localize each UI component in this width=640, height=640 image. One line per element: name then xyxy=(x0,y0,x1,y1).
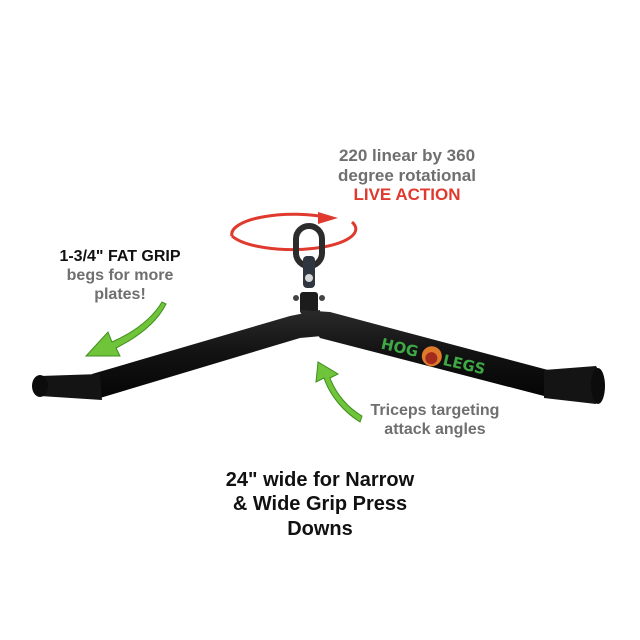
rotation-arrow-icon xyxy=(230,212,358,252)
brand-logo: HOG LEGS xyxy=(379,335,487,379)
swivel-attachment xyxy=(293,223,325,314)
callout-triceps-line1: Triceps targeting xyxy=(370,402,500,419)
callout-triceps: Triceps targeting attack angles xyxy=(350,401,520,439)
callout-width: 24" wide for Narrow & Wide Grip Press Do… xyxy=(196,468,444,541)
callout-width-line1: 24" wide for Narrow xyxy=(225,469,415,491)
callout-rotation: 220 linear by 360 degree rotational LIVE… xyxy=(312,146,502,205)
callout-grip-line2: begs for more xyxy=(66,267,174,285)
callout-grip: 1-3/4" FAT GRIP begs for more plates! xyxy=(40,247,200,305)
callout-triceps-line2: attack angles xyxy=(384,421,486,439)
callout-rotation-highlight: LIVE ACTION xyxy=(353,185,461,205)
callout-grip-line1: 1-3/4" FAT GRIP xyxy=(59,248,181,265)
callout-width-line2: & Wide Grip Press xyxy=(232,493,408,516)
green-arrow-icon xyxy=(84,301,167,357)
callout-rotation-line1: 220 linear by 360 xyxy=(338,146,476,165)
callout-width-line3: Downs xyxy=(287,517,353,540)
v-bar xyxy=(32,310,605,404)
green-arrow-icon xyxy=(315,361,363,423)
callout-grip-line3: plates! xyxy=(94,286,146,304)
callout-rotation-line2: degree rotational xyxy=(338,165,476,185)
